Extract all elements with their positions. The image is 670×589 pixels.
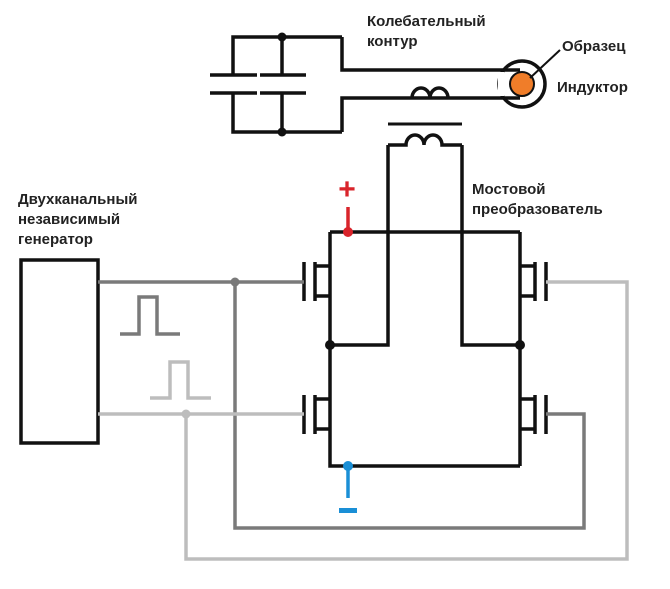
inductor-label: Индуктор	[557, 79, 628, 96]
capacitor-nodes	[277, 32, 287, 137]
sample-pointer	[529, 49, 561, 79]
sample-icon	[509, 71, 535, 97]
bridge-nodes	[325, 340, 525, 350]
transformer	[330, 86, 520, 347]
tank-circuit-label: Колебательный контур	[367, 13, 490, 50]
mosfet-top-left	[302, 262, 330, 301]
positive-sign: +	[338, 173, 356, 206]
generator-label: Двухканальный независимый генератор	[18, 191, 142, 248]
channel-1-pulse-icon	[120, 295, 180, 336]
positive-node	[343, 227, 353, 237]
inductor-coil	[497, 59, 547, 109]
bridge-frame	[328, 230, 522, 468]
negative-node	[343, 461, 353, 471]
generator-block	[19, 258, 100, 445]
mosfet-top-right	[520, 262, 548, 301]
channel-2-pulse-icon	[150, 360, 211, 400]
mosfet-bottom-left	[302, 395, 330, 434]
channel-2-node	[181, 409, 191, 419]
channel-1-wire	[98, 280, 586, 530]
channel-2-wire	[98, 280, 629, 561]
sample-label: Образец	[562, 38, 626, 55]
negative-sign	[339, 508, 357, 513]
mosfet-bottom-right	[520, 395, 548, 434]
bridge-converter-label: Мостовой преобразователь	[472, 181, 603, 218]
capacitor-bank	[210, 35, 520, 134]
channel-1-node	[230, 277, 240, 287]
